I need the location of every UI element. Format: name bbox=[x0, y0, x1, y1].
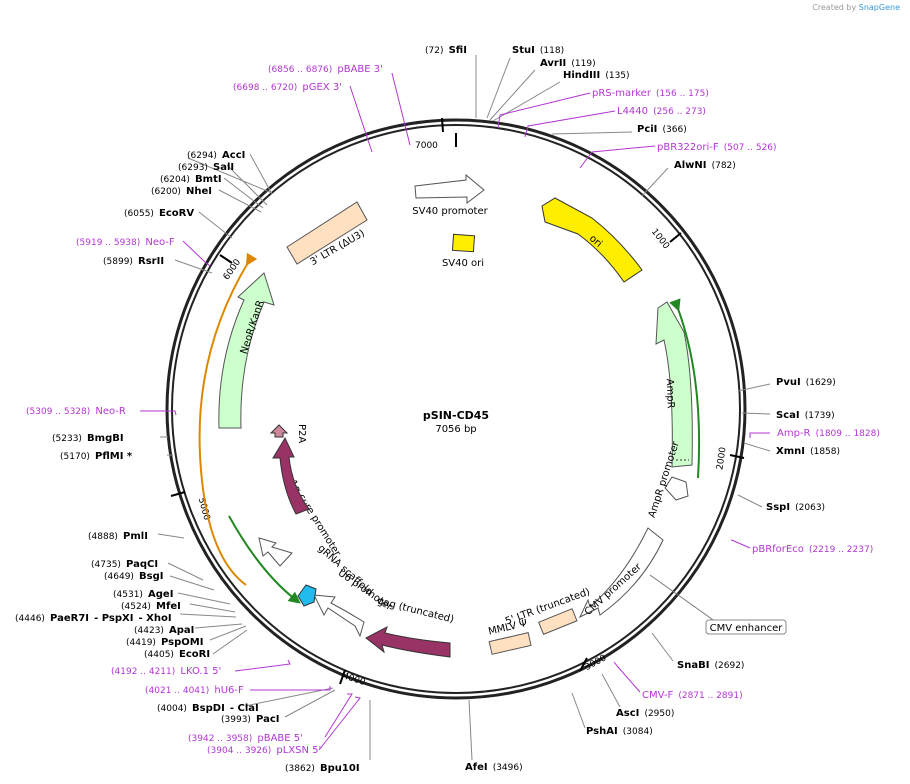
restriction-site[interactable]: (4524) MfeI bbox=[121, 594, 181, 613]
restriction-site[interactable]: ScaI (1739) bbox=[776, 403, 835, 422]
restriction-site[interactable]: (4531) AgeI bbox=[113, 582, 173, 601]
primer[interactable]: (6698 .. 6720) pGEX 3' bbox=[233, 75, 342, 94]
restriction-site[interactable]: PciI (366) bbox=[637, 117, 687, 136]
restriction-site[interactable]: (4423) ApaI bbox=[134, 618, 194, 637]
restriction-site[interactable]: (5170) PflMI * bbox=[60, 444, 133, 463]
restriction-site[interactable]: (4004) BspDI - ClaI bbox=[157, 696, 259, 715]
feature-ampr[interactable]: AmpR bbox=[655, 301, 693, 468]
tick-7000: 7000 bbox=[415, 117, 444, 151]
plasmid-name: pSIN-CD45 bbox=[423, 409, 489, 422]
restriction-site[interactable]: (6294) AccI bbox=[187, 143, 245, 162]
primer[interactable]: (5919 .. 5938) Neo-F bbox=[76, 230, 175, 249]
tick-label: 2000 bbox=[715, 446, 728, 470]
primer[interactable]: (3904 .. 3926) pLXSN 5' bbox=[207, 738, 321, 757]
backbone-outer bbox=[165, 118, 747, 700]
credit-brand: SnapGene bbox=[858, 3, 900, 12]
primer[interactable]: Amp-R (1809 .. 1828) bbox=[777, 421, 880, 440]
primer[interactable]: pBR322ori-F (507 .. 526) bbox=[657, 135, 777, 154]
plasmid-length: 7056 bp bbox=[435, 424, 476, 435]
tick-label: 4000 bbox=[341, 671, 366, 688]
restriction-site[interactable]: (6204) BmtI bbox=[160, 167, 222, 186]
restriction-site[interactable]: (5233) BmgBI bbox=[52, 426, 124, 445]
primer[interactable]: CMV-F (2871 .. 2891) bbox=[642, 683, 743, 702]
backbone-inner bbox=[171, 124, 741, 694]
restriction-site[interactable]: (4419) PspOMI bbox=[126, 630, 203, 649]
restriction-site[interactable]: (6055) EcoRV bbox=[124, 201, 194, 220]
snapgene-credit: Created by SnapGene bbox=[812, 3, 900, 12]
feature-cmv-promoter[interactable]: CMV promoter bbox=[578, 527, 664, 619]
restriction-site[interactable]: PvuI (1629) bbox=[776, 370, 836, 389]
feature-cmv-enhancer[interactable]: CMV enhancer bbox=[649, 574, 787, 635]
restriction-site[interactable]: (4405) EcoRI bbox=[144, 642, 210, 661]
restriction-site[interactable]: AlwNI (782) bbox=[674, 153, 736, 172]
primer[interactable]: (4192 .. 4211) LKO.1 5' bbox=[111, 659, 221, 678]
ef1a-primer-strand bbox=[228, 515, 301, 604]
restriction-site[interactable]: (3993) PacI bbox=[221, 707, 280, 726]
primer[interactable]: pRS-marker (156 .. 175) bbox=[592, 81, 709, 100]
restriction-site[interactable]: SspI (2063) bbox=[766, 495, 825, 514]
restriction-site[interactable]: (4446) PaeR7I - PspXI - XhoI bbox=[15, 606, 172, 625]
feature-p2a[interactable]: P2A bbox=[269, 424, 307, 443]
restriction-site[interactable]: AscI (2950) bbox=[616, 701, 674, 720]
site-group-top bbox=[157, 55, 771, 761]
primer-leaders bbox=[140, 72, 770, 751]
feature-ori[interactable]: ori bbox=[541, 197, 643, 283]
restriction-site[interactable]: (5899) RsrII bbox=[103, 249, 164, 268]
neo-primer-strand bbox=[198, 252, 258, 586]
primer[interactable]: (4021 .. 4041) hU6-F bbox=[145, 678, 244, 697]
primer[interactable]: pBRforEco (2219 .. 2237) bbox=[752, 537, 873, 556]
restriction-site[interactable]: (72) SfiI bbox=[425, 38, 467, 57]
feature-label: P2A bbox=[296, 424, 307, 443]
primer[interactable]: L4440 (256 .. 273) bbox=[617, 99, 706, 118]
tick-2000: 2000 bbox=[715, 446, 745, 471]
restriction-site[interactable]: SnaBI (2692) bbox=[677, 653, 744, 672]
feature-label: AmpR bbox=[664, 378, 676, 408]
feature-label: gRNA scaffold bbox=[315, 543, 374, 598]
tick-label: 1000 bbox=[649, 227, 671, 251]
restriction-site[interactable]: PshAI (3084) bbox=[586, 719, 653, 738]
snapgene-logo: SnapGene bbox=[859, 3, 900, 12]
primer[interactable]: (6856 .. 6876) pBABE 3' bbox=[268, 57, 383, 76]
restriction-site[interactable]: (6293) SalI bbox=[178, 155, 234, 174]
restriction-site[interactable]: AfeI (3496) bbox=[465, 755, 523, 774]
restriction-site[interactable]: (4649) BsgI bbox=[104, 564, 163, 583]
feature-sv40-promoter[interactable]: SV40 promoter bbox=[412, 173, 489, 217]
feature-label: CMV promoter bbox=[583, 561, 645, 618]
tick-label: 7000 bbox=[415, 141, 438, 151]
restriction-site[interactable]: StuI (118) bbox=[512, 38, 564, 57]
restriction-site[interactable]: (4735) PaqCI bbox=[91, 552, 158, 571]
feature-label: SV40 promoter bbox=[412, 206, 488, 217]
feature-sv40-ori[interactable]: SV40 ori bbox=[442, 233, 484, 269]
restriction-site[interactable]: XmnI (1858) bbox=[776, 439, 840, 458]
restriction-site[interactable]: HindIII (135) bbox=[563, 63, 630, 82]
restriction-site[interactable]: AvrII (119) bbox=[540, 51, 596, 70]
restriction-site[interactable]: (6200) NheI bbox=[151, 179, 212, 198]
feature-label: CMV enhancer bbox=[710, 623, 784, 634]
primer[interactable]: (3942 .. 3958) pBABE 5' bbox=[188, 726, 303, 745]
credit-prefix: Created by bbox=[812, 3, 857, 12]
feature-mmlv-psi[interactable]: MMLV Ψ bbox=[487, 618, 532, 655]
restriction-site[interactable]: (3862) Bpu10I bbox=[285, 756, 360, 775]
restriction-site[interactable]: (4888) PmlI bbox=[88, 524, 148, 543]
feature-3-ltr[interactable]: 3' LTR (ΔU3) bbox=[286, 201, 368, 268]
feature-label: SV40 ori bbox=[442, 258, 484, 269]
ampr-primer-strand bbox=[669, 298, 701, 479]
feature-neor[interactable]: NeoR/KanR bbox=[218, 272, 275, 429]
primer[interactable]: (5309 .. 5328) Neo-R bbox=[26, 399, 126, 418]
